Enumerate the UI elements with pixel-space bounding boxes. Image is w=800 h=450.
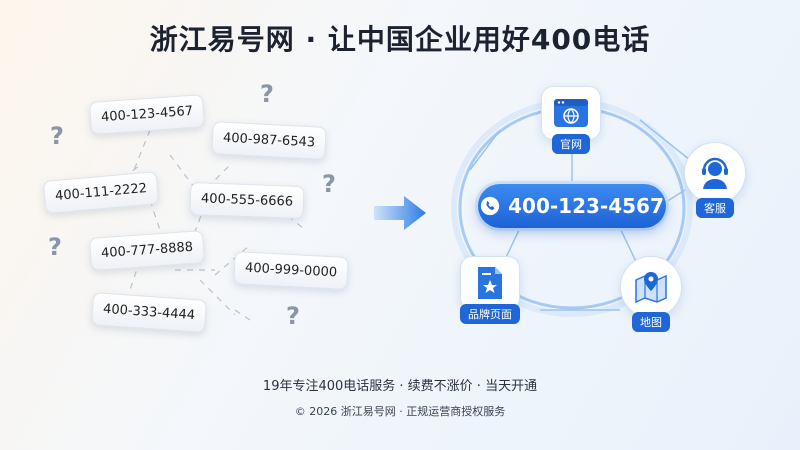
question-mark-icon: ? <box>286 302 300 330</box>
phone-number-chip: 400-987-6543 <box>211 121 327 160</box>
headset-agent-icon <box>702 157 728 189</box>
node-map-label: 地图 <box>632 312 670 332</box>
node-map: 地图 <box>620 256 682 332</box>
scattered-numbers-area: ? ? ? ? ? 400-123-4567 400-987-6543 400-… <box>0 70 370 350</box>
document-star-icon <box>478 267 502 299</box>
node-customer-service: 客服 <box>684 142 746 218</box>
node-website-label: 官网 <box>552 134 590 154</box>
phone-number-chip: 400-555-6666 <box>189 182 305 219</box>
node-brand-page-label: 品牌页面 <box>460 304 520 324</box>
node-brand-page: 品牌页面 <box>460 256 520 324</box>
question-mark-icon: ? <box>260 80 274 108</box>
hub-diagram: 400-123-4567 官网 客服 <box>440 80 780 340</box>
footer-copyright: © 2026 浙江易号网 · 正规运营商授权服务 <box>294 405 506 418</box>
node-website: 官网 <box>541 86 601 154</box>
question-mark-icon: ? <box>322 170 336 198</box>
browser-globe-icon <box>554 99 588 127</box>
map-pin-icon <box>635 272 667 304</box>
hub-phone-number: 400-123-4567 <box>508 194 664 218</box>
question-mark-icon: ? <box>48 233 62 261</box>
node-customer-service-label: 客服 <box>696 198 734 218</box>
question-mark-icon: ? <box>50 122 64 150</box>
phone-number-chip: 400-999-0000 <box>233 251 349 290</box>
footer-tagline: 19年专注400电话服务 · 续费不涨价 · 当天开通 <box>262 379 538 394</box>
page-title: 浙江易号网 · 让中国企业用好400电话 <box>149 23 651 56</box>
phone-number-pill: 400-123-4567 <box>478 184 666 228</box>
phone-icon <box>480 196 500 216</box>
right-arrow-icon <box>374 196 426 230</box>
